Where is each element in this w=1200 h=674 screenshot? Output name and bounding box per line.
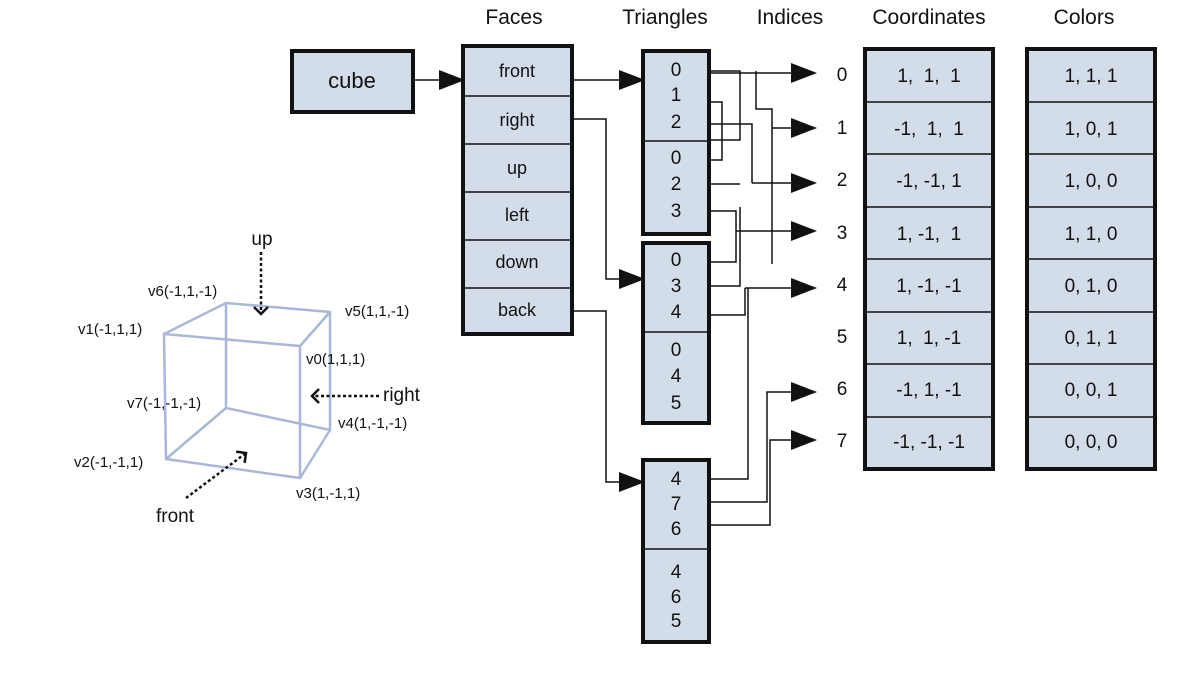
vertex-v6-label: v6(-1,1,-1) bbox=[148, 283, 217, 300]
coordinate-value: -1, 1, -1 bbox=[896, 380, 961, 401]
triangle-index: 6 bbox=[671, 519, 682, 540]
color-value: 0, 0, 0 bbox=[1065, 432, 1118, 453]
color-value: 0, 1, 1 bbox=[1065, 328, 1118, 349]
coordinate-value: 1, 1, 1 bbox=[897, 66, 960, 87]
color-value: 1, 1, 1 bbox=[1065, 66, 1118, 87]
triangle-index: 2 bbox=[671, 112, 682, 133]
cube-box bbox=[290, 49, 415, 114]
header-colors: Colors bbox=[1054, 6, 1115, 29]
triangle-index: 4 bbox=[671, 302, 682, 323]
cube-label: cube bbox=[328, 68, 376, 93]
triangle-index: 0 bbox=[671, 340, 682, 361]
cube-edge bbox=[163, 301, 227, 336]
vertex-v2-label: v2(-1,-1,1) bbox=[74, 454, 143, 471]
index-label: 1 bbox=[837, 118, 848, 139]
vertex-v4-label: v4(1,-1,-1) bbox=[338, 415, 407, 432]
vertex-v5-label: v5(1,1,-1) bbox=[345, 303, 409, 320]
arrow-index-6 bbox=[709, 382, 817, 503]
index-label: 2 bbox=[837, 170, 848, 191]
index-label: 0 bbox=[837, 65, 848, 86]
arrow-right-to-triangles bbox=[572, 118, 645, 289]
coordinate-value: 1, -1, 1 bbox=[897, 224, 961, 245]
color-value: 1, 1, 0 bbox=[1065, 224, 1118, 245]
arrow-back-to-triangles bbox=[572, 310, 645, 492]
cube-edge bbox=[165, 407, 227, 460]
triangles-group-right bbox=[641, 241, 711, 425]
color-value: 1, 0, 0 bbox=[1065, 171, 1118, 192]
vertex-v3-label: v3(1,-1,1) bbox=[296, 485, 360, 502]
index-label: 7 bbox=[837, 431, 848, 452]
wire-tri-front bbox=[709, 123, 753, 183]
triangle-index: 5 bbox=[671, 611, 682, 632]
index-label: 3 bbox=[837, 223, 848, 244]
triangle-index: 2 bbox=[671, 174, 682, 195]
triangle-index: 1 bbox=[671, 85, 682, 106]
direction-up-label: up bbox=[251, 229, 272, 250]
cube-edge bbox=[298, 429, 332, 479]
coordinate-value: 1, 1, -1 bbox=[897, 328, 961, 349]
wire-tri-right bbox=[709, 288, 746, 316]
wire-tri-right bbox=[709, 207, 741, 287]
coordinate-value: -1, 1, 1 bbox=[894, 119, 964, 140]
front-arrow bbox=[185, 450, 248, 499]
color-value: 1, 0, 1 bbox=[1065, 119, 1118, 140]
triangle-index: 4 bbox=[671, 469, 682, 490]
triangles-group-back bbox=[641, 458, 711, 644]
faces-column bbox=[461, 44, 574, 336]
triangle-index: 0 bbox=[671, 60, 682, 81]
triangle-index: 5 bbox=[671, 393, 682, 414]
header-indices: Indices bbox=[757, 6, 824, 29]
header-faces: Faces bbox=[485, 6, 542, 29]
wire-tri-back bbox=[709, 288, 749, 480]
coordinate-value: -1, -1, 1 bbox=[896, 171, 961, 192]
face-right: right bbox=[499, 110, 534, 130]
direction-right-label: right bbox=[383, 385, 421, 406]
triangles-group-front bbox=[641, 49, 711, 236]
face-front: front bbox=[499, 61, 535, 81]
wire-tri-front bbox=[755, 71, 773, 264]
color-value: 0, 0, 1 bbox=[1065, 380, 1118, 401]
direction-front-label: front bbox=[156, 506, 195, 527]
wire-tri-front bbox=[709, 101, 723, 161]
coordinate-value: 1, -1, -1 bbox=[896, 276, 961, 297]
triangle-index: 3 bbox=[671, 276, 682, 297]
face-up: up bbox=[507, 158, 527, 178]
vertex-v0-label: v0(1,1,1) bbox=[306, 351, 365, 368]
header-coordinates: Coordinates bbox=[872, 6, 985, 29]
triangle-index: 4 bbox=[671, 366, 682, 387]
triangle-index: 7 bbox=[671, 494, 682, 515]
wire-tri-front bbox=[709, 70, 741, 141]
face-down: down bbox=[495, 252, 538, 272]
triangle-index: 4 bbox=[671, 562, 682, 583]
color-value: 0, 1, 0 bbox=[1065, 276, 1118, 297]
index-label: 5 bbox=[837, 327, 848, 348]
wireframe-cube bbox=[162, 301, 332, 480]
coordinate-value: -1, -1, -1 bbox=[893, 432, 965, 453]
face-back: back bbox=[498, 300, 537, 320]
triangle-index: 0 bbox=[671, 250, 682, 271]
vertex-v1-label: v1(-1,1,1) bbox=[78, 321, 142, 338]
triangle-index: 6 bbox=[671, 587, 682, 608]
wire-tri-front bbox=[709, 210, 737, 263]
triangle-index: 0 bbox=[671, 148, 682, 169]
face-left: left bbox=[505, 205, 529, 225]
cube-edge bbox=[299, 311, 331, 347]
index-label: 6 bbox=[837, 379, 848, 400]
index-label: 4 bbox=[837, 275, 848, 296]
vertex-v7-label: v7(-1,-1,-1) bbox=[127, 395, 201, 412]
triangle-index: 3 bbox=[671, 201, 682, 222]
arrow-index-7 bbox=[709, 430, 817, 526]
header-triangles: Triangles bbox=[622, 6, 708, 29]
